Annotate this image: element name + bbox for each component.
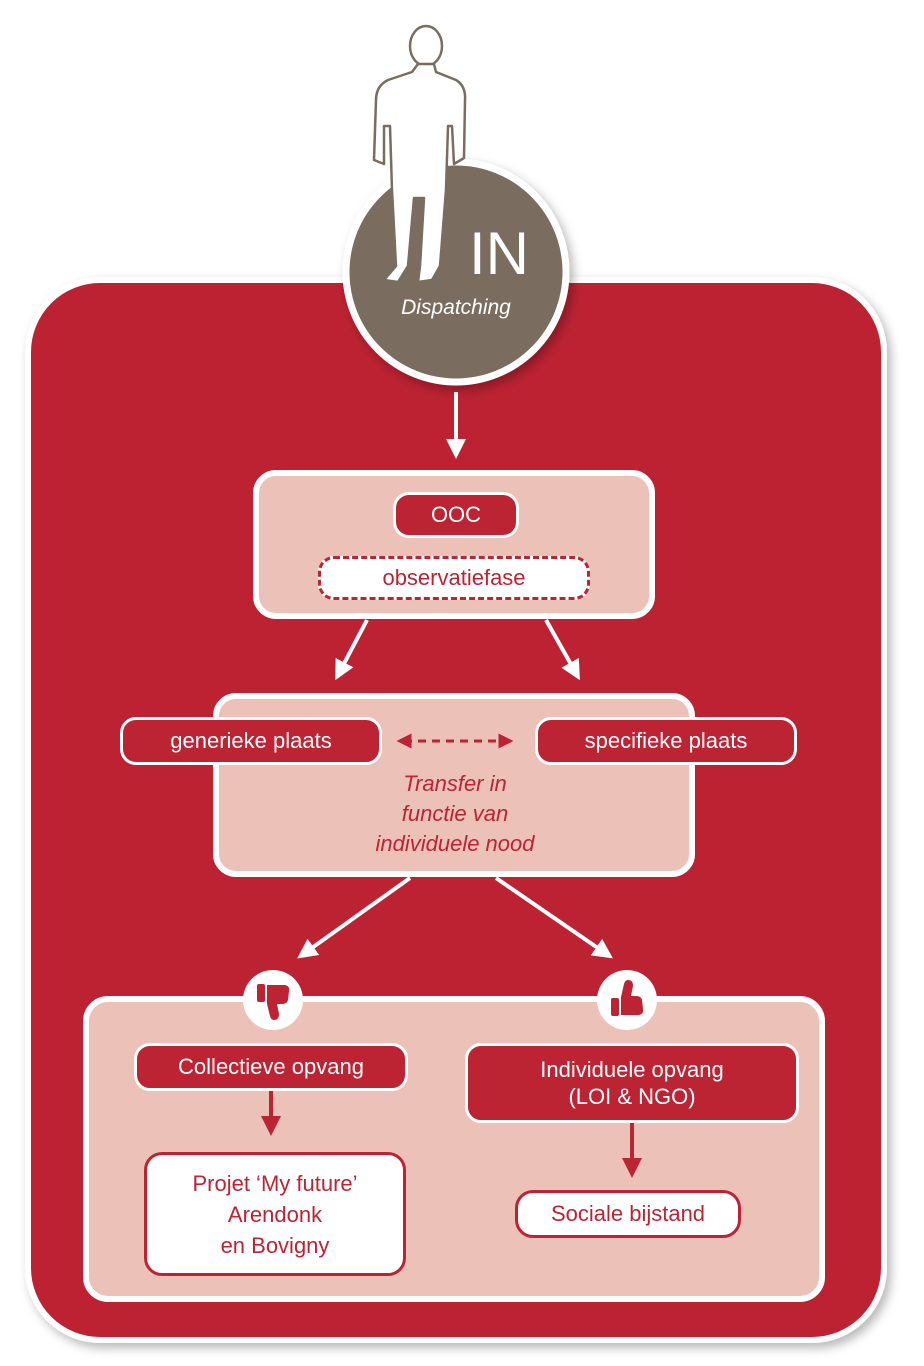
transfer-line-3: individuele nood: [375, 831, 535, 856]
ooc-pill: OOC: [393, 492, 519, 538]
person-silhouette-icon: [372, 24, 467, 284]
generic-place-pill: generieke plaats: [120, 717, 382, 765]
arrow-phase2-right: [494, 876, 613, 959]
social-assistance-pill: Sociale bijstand: [515, 1190, 741, 1238]
observation-pill: observatiefase: [318, 556, 590, 600]
collective-reception-pill: Collectieve opvang: [134, 1043, 408, 1091]
arrow-phase2-left: [297, 876, 412, 959]
project-line-1: Projet ‘My future’: [192, 1170, 358, 1196]
arrow-phase1-left: [335, 619, 369, 681]
thumbs-up-icon: [611, 980, 644, 1016]
transfer-line-1: Transfer in: [403, 771, 507, 796]
thumbs-down-icon: [257, 984, 290, 1020]
arrow-phase1-right: [544, 619, 580, 681]
project-box: Projet ‘My future’ Arendonk en Bovigny: [144, 1152, 406, 1276]
start-node-label: IN: [469, 220, 529, 287]
individual-reception-pill: Individuele opvang (LOI & NGO): [465, 1043, 799, 1123]
start-node-subtitle: Dispatching: [401, 296, 511, 319]
transfer-line-2: functie van: [401, 801, 509, 826]
project-line-2: Arendonk: [227, 1201, 323, 1227]
individual-reception-line-1: Individuele opvang: [540, 1056, 724, 1082]
specific-place-pill: specifieke plaats: [535, 717, 797, 765]
individual-reception-line-2: (LOI & NGO): [568, 1084, 696, 1109]
project-line-3: en Bovigny: [220, 1232, 330, 1258]
